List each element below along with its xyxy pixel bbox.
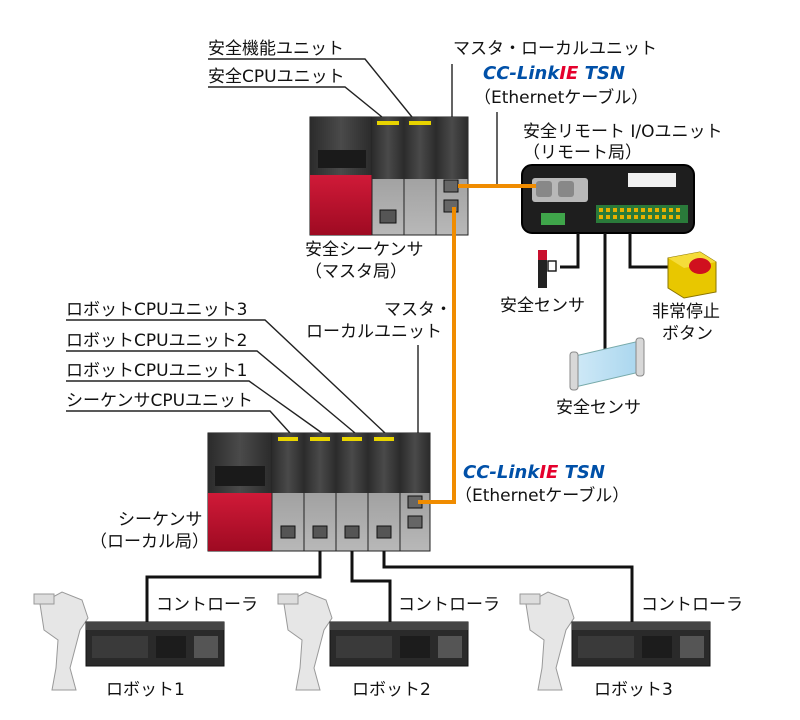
emergency-stop-device (667, 251, 717, 299)
safety-remote-io-unit (521, 164, 695, 234)
ethernet-cable-mid-label: （Ethernetケーブル） (455, 486, 630, 506)
tsn-cables (418, 184, 536, 504)
local-station-label: （ローカル局） (90, 532, 209, 552)
master-local-mid-label-2: ローカルユニット (306, 322, 442, 342)
safety-sequencer-label: 安全シーケンサ (305, 240, 424, 260)
controller-3-label: コントローラ (641, 595, 743, 615)
sequencer-label: シーケンサ (118, 510, 203, 530)
cclink-ie-tsn-top-logo: CC-LinkIE TSN (483, 64, 625, 84)
leader-lines-middle (66, 319, 419, 434)
robot-cpu-unit-3-label: ロボットCPUユニット3 (66, 300, 248, 320)
controller-1-label: コントローラ (156, 595, 258, 615)
master-local-mid-label-1: マスタ・ (384, 300, 452, 320)
ethernet-cable-top-label: （Ethernetケーブル） (474, 88, 649, 108)
master-local-unit-top-label: マスタ・ローカルユニット (453, 39, 657, 59)
remote-io-wiring (560, 233, 672, 352)
sequencer-cpu-unit-label: シーケンサCPUユニット (66, 391, 254, 411)
robot-cell-1 (33, 591, 225, 691)
emergency-stop-label: 非常停止 (652, 302, 720, 322)
robot-cpu-unit-1-label: ロボットCPUユニット1 (66, 361, 248, 381)
safety-sensor-1-label: 安全センサ (500, 296, 585, 316)
controller-wiring (145, 551, 634, 626)
cclink-top-tsn: TSN (578, 63, 625, 84)
cclink-top-cc: CC-Link (483, 63, 560, 84)
cclink-mid-cc: CC-Link (463, 462, 540, 483)
cclink-mid-ie: IE (539, 462, 559, 483)
safety-sensor-2-device (569, 337, 645, 391)
robot-cell-3 (519, 591, 711, 691)
robot-3-label: ロボット3 (594, 680, 673, 700)
remote-station-label: （リモート局） (523, 143, 642, 163)
master-station-label: （マスタ局） (305, 262, 407, 282)
button-label: ボタン (662, 324, 713, 344)
sequencer-rack (207, 432, 431, 552)
safety-sequencer-rack (309, 116, 469, 236)
robot-2-label: ロボット2 (352, 680, 431, 700)
safety-function-unit-label: 安全機能ユニット (208, 39, 344, 59)
robot-cell-2 (277, 591, 469, 691)
robot-1-label: ロボット1 (106, 680, 185, 700)
controller-2-label: コントローラ (398, 595, 500, 615)
safety-cpu-unit-label: 安全CPUユニット (208, 67, 345, 87)
safety-remote-io-label: 安全リモート I/Oユニット (523, 122, 723, 142)
safety-sensor-1-device (538, 250, 557, 288)
cclink-ie-tsn-mid-logo: CC-LinkIE TSN (463, 463, 605, 483)
leader-lines-top (208, 58, 498, 185)
safety-sensor-2-label: 安全センサ (556, 398, 641, 418)
robot-cpu-unit-2-label: ロボットCPUユニット2 (66, 331, 248, 351)
cclink-top-ie: IE (559, 63, 579, 84)
cclink-mid-tsn: TSN (558, 462, 605, 483)
